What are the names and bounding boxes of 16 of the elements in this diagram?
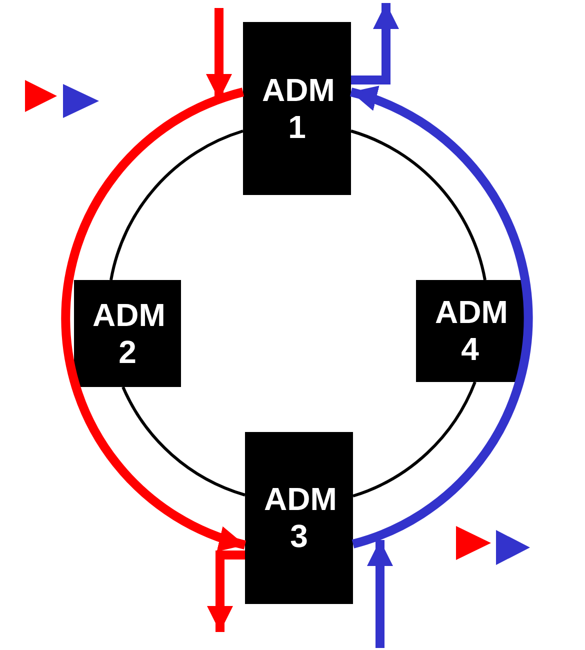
ring-line [350,130,486,280]
adm-node-box [243,22,351,195]
ring-line [110,130,244,280]
arrow [351,3,399,84]
node-label: ADM 4 [435,294,505,368]
ring-line [352,381,476,498]
arrow [207,550,245,632]
node-label: ADM 3 [264,481,334,555]
node-label: ADM 1 [262,72,332,146]
adm-node-box [245,432,353,604]
node-label: ADM 2 [92,296,162,370]
arrow [350,87,532,548]
adm-node-box [74,280,181,387]
adm-node-box [416,280,524,382]
ring-line [122,386,246,496]
arrow [367,540,393,648]
